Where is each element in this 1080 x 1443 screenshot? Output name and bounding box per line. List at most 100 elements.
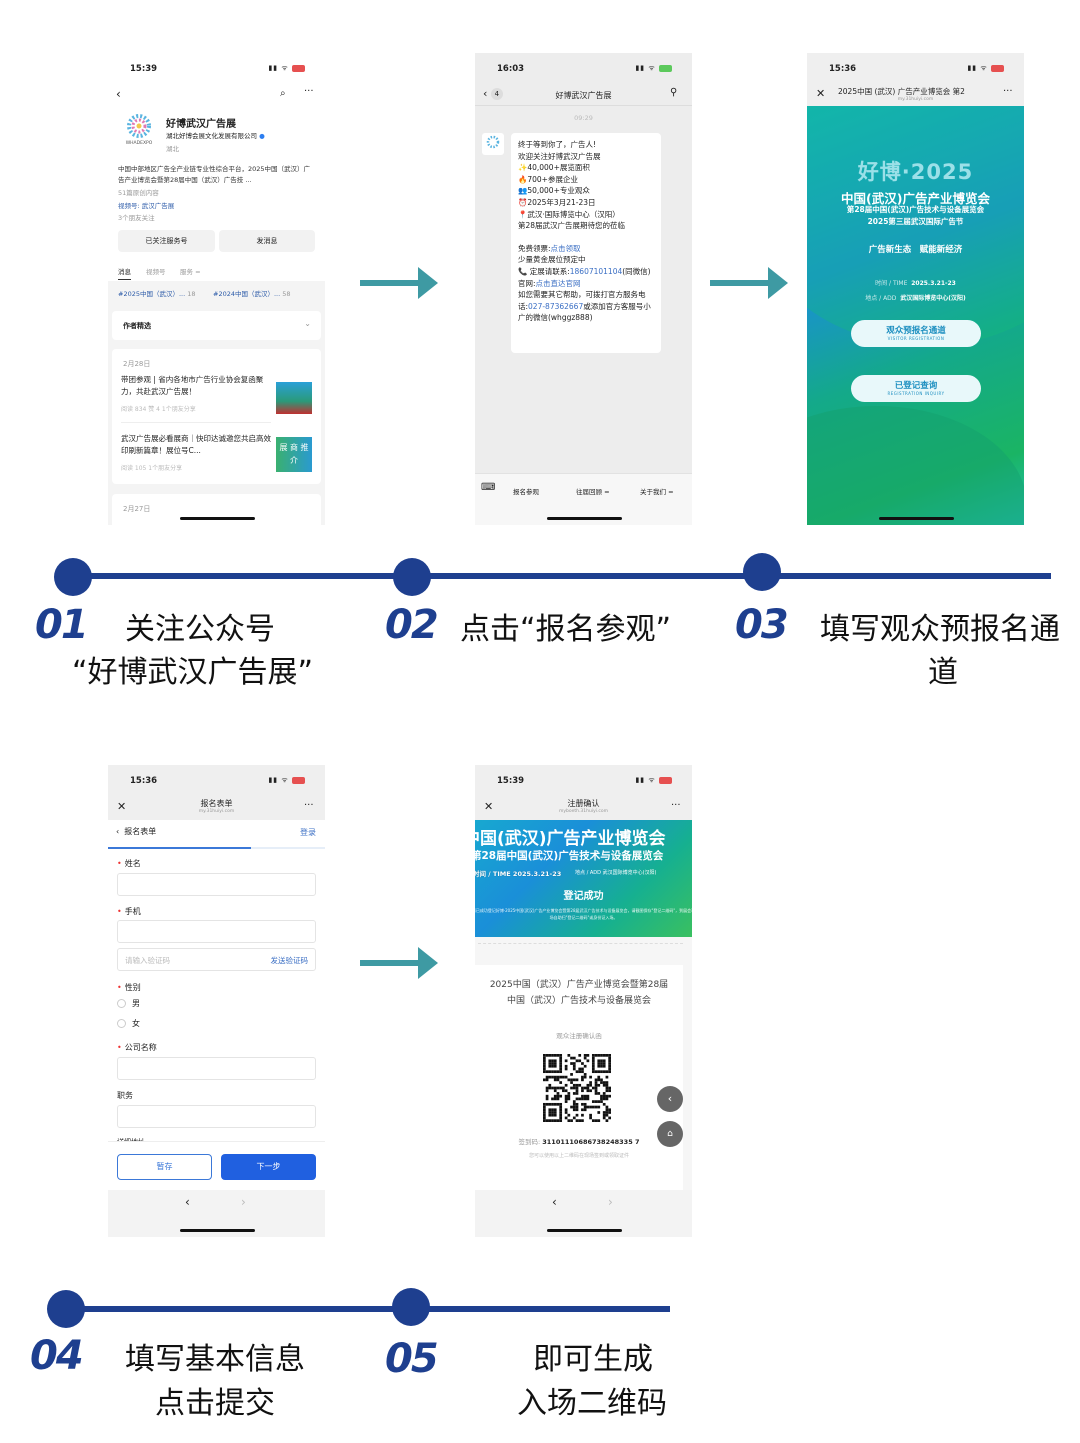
article-title[interactable]: 带团参观 | 省内各地市广告行业协会复函聚力，共赴武汉广告展！ <box>121 375 264 396</box>
official-site-link[interactable]: 点击直达官网 <box>535 278 581 288</box>
qr-module <box>553 1097 557 1101</box>
qr-module <box>553 1064 557 1068</box>
qr-module <box>597 1119 601 1122</box>
forward-icon[interactable]: › <box>241 1195 246 1209</box>
qr-module <box>602 1062 606 1065</box>
radio-female[interactable]: 女 <box>117 1018 140 1029</box>
qr-module <box>575 1070 579 1074</box>
visitor-registration-button[interactable]: 观众预报名通道 VISITOR REGISTRATION <box>851 320 981 347</box>
form-header[interactable]: ‹ 报名表单 <box>116 827 157 836</box>
qr-module <box>572 1108 576 1112</box>
qr-module <box>581 1062 584 1065</box>
page-title: 报名表单 <box>200 799 233 808</box>
qr-module <box>553 1075 557 1079</box>
service-phone-link[interactable]: 027-87362667 <box>528 301 584 311</box>
qr-module <box>581 1094 584 1098</box>
position-input[interactable] <box>117 1105 316 1128</box>
article-thumbnail[interactable]: 展 商 推 介 <box>276 437 312 472</box>
back-icon[interactable]: ‹ <box>552 1195 557 1209</box>
close-icon[interactable]: ✕ <box>117 800 127 813</box>
qr-module <box>600 1070 603 1074</box>
qr-module <box>570 1056 573 1060</box>
tab-services[interactable]: 服务 = <box>180 268 201 276</box>
qr-module <box>570 1105 573 1109</box>
author-picks[interactable]: 作者精选 ⌄ <box>112 311 321 340</box>
qr-module <box>570 1073 573 1076</box>
qr-module <box>605 1075 609 1079</box>
tab-channels[interactable]: 视频号 <box>146 268 166 276</box>
qr-module <box>564 1108 568 1112</box>
qr-module <box>586 1054 590 1057</box>
phone-input[interactable] <box>117 920 316 943</box>
qr-module <box>578 1070 582 1074</box>
save-draft-button[interactable]: 暂存 <box>117 1154 212 1180</box>
menu-past-review[interactable]: 往届回顾 = <box>576 488 610 496</box>
article-thumbnail[interactable] <box>276 382 312 414</box>
close-icon[interactable]: ✕ <box>484 800 494 813</box>
tag-2024[interactable]: #2024中国（武汉）... 58 <box>213 290 291 298</box>
more-icon[interactable]: ··· <box>304 86 314 97</box>
more-icon[interactable]: ··· <box>1003 86 1013 97</box>
qr-module <box>556 1102 560 1106</box>
registration-inquiry-button[interactable]: 已登记查询 REGISTRATION INQUIRY <box>851 375 981 402</box>
more-icon[interactable]: ··· <box>671 800 681 811</box>
more-icon[interactable]: ··· <box>304 800 314 811</box>
search-icon[interactable]: ⌕ <box>280 88 286 99</box>
followed-button[interactable]: 已关注服务号 <box>118 230 215 252</box>
qr-code <box>543 1054 611 1122</box>
subline: 2025第三届武汉国际广告节 <box>867 217 964 226</box>
qr-module <box>559 1108 563 1112</box>
qr-module <box>575 1059 579 1063</box>
tag-2025[interactable]: #2025中国（武汉）... 18 <box>118 290 196 298</box>
qr-module <box>556 1097 560 1101</box>
code-input[interactable]: 请输入验证码 发送验证码 <box>117 948 316 971</box>
qr-module <box>575 1113 579 1117</box>
page-title: 注册确认 <box>567 799 600 808</box>
menu-register-visit[interactable]: 报名参观 <box>513 488 539 496</box>
menu-about-us[interactable]: 关于我们 = <box>640 488 674 496</box>
qr-module <box>581 1102 584 1106</box>
close-icon[interactable]: ✕ <box>816 87 826 100</box>
card-title: 2025中国（武汉）广告产业博览会暨第28届中国（武汉）广告技术与设备展览会 <box>489 980 669 1006</box>
article-card: 2月27日 <box>112 494 321 525</box>
float-back-button[interactable]: ‹ <box>657 1086 683 1112</box>
forward-icon[interactable]: › <box>608 1195 613 1209</box>
qr-module <box>559 1116 563 1120</box>
send-code-button[interactable]: 发送验证码 <box>270 956 309 965</box>
account-avatar[interactable] <box>482 133 504 155</box>
back-icon[interactable]: ‹ <box>185 1195 190 1209</box>
timeline-dot <box>54 558 92 596</box>
qr-module <box>594 1119 598 1122</box>
keyboard-icon[interactable]: ⌨ <box>481 482 496 493</box>
next-step-button[interactable]: 下一步 <box>221 1154 316 1180</box>
company-input[interactable] <box>117 1057 316 1080</box>
qr-module <box>605 1086 609 1090</box>
chevron-down-icon: ⌄ <box>304 319 311 328</box>
login-link[interactable]: 登录 <box>300 828 316 837</box>
back-button[interactable]: ‹ 4 <box>483 87 503 100</box>
qr-module <box>551 1097 554 1101</box>
contact-phone-link[interactable]: 18607101104 <box>569 266 623 276</box>
radio-male[interactable]: 男 <box>117 998 140 1009</box>
qr-module <box>553 1119 557 1122</box>
channel-link[interactable]: 视频号: 武汉广告展 <box>118 202 175 210</box>
account-description[interactable]: 中国中部地区广告全产业链专业性综合平台，2025中国（武汉）广告产业博览会暨第2… <box>118 165 311 184</box>
back-icon[interactable]: ‹ <box>116 87 121 101</box>
qr-module <box>597 1059 601 1063</box>
qr-module <box>572 1064 576 1068</box>
qr-module <box>591 1100 595 1103</box>
qr-module <box>570 1062 573 1065</box>
qr-module <box>591 1062 595 1065</box>
profile-icon[interactable]: ⚲ <box>670 87 678 98</box>
qr-module <box>545 1102 549 1106</box>
float-home-button[interactable]: ⌂ <box>657 1121 683 1147</box>
qr-module <box>551 1070 554 1074</box>
phone-label: 手机 <box>124 907 141 916</box>
send-message-button[interactable]: 发消息 <box>219 230 315 252</box>
article-title[interactable]: 武汉广告展必看展商｜快印达诚邀您共启高效印刷新篇章！展位号C... <box>121 434 271 455</box>
name-input[interactable] <box>117 873 316 896</box>
qr-module <box>575 1108 579 1112</box>
free-ticket-link[interactable]: 点击领取 <box>550 243 581 253</box>
tab-messages[interactable]: 消息 <box>118 266 131 280</box>
timeline <box>72 573 1051 579</box>
